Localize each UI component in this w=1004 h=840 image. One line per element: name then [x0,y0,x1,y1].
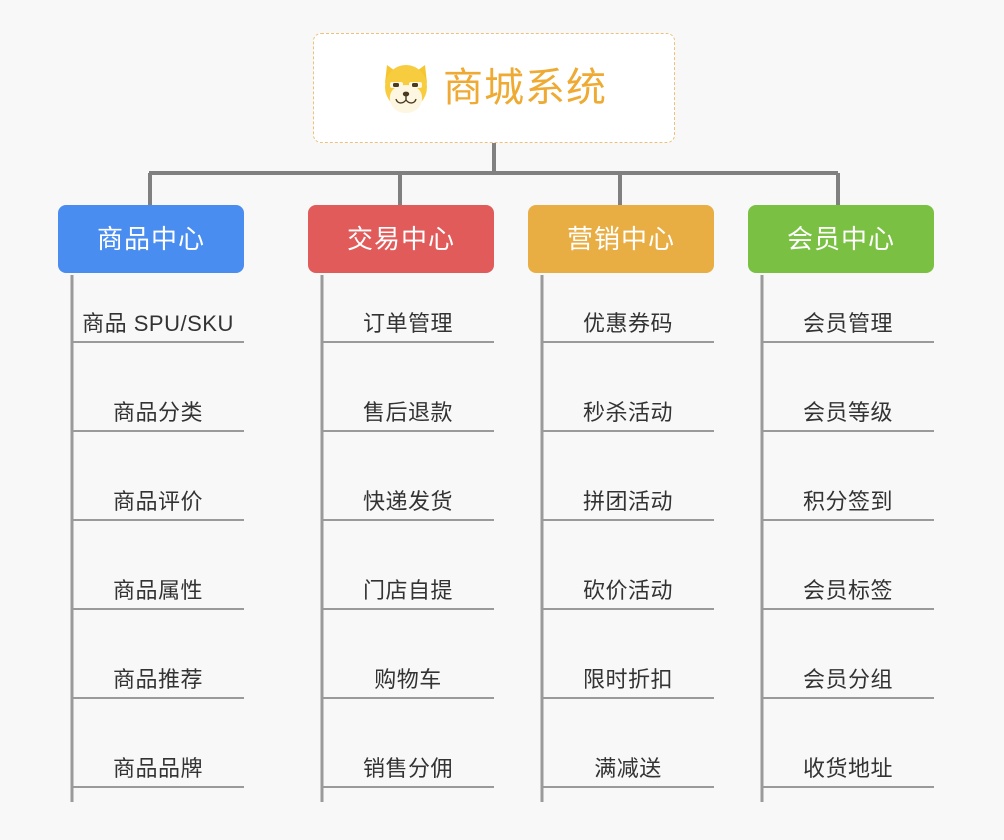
leaf-item[interactable]: 限时折扣 [542,610,714,699]
leaf-item[interactable]: 会员管理 [762,273,934,343]
root-title: 商城系统 [443,66,607,110]
shiba-inu-icon [385,65,427,113]
leaf-item[interactable]: 商品评价 [72,432,244,521]
leaf-label: 收货地址 [802,755,893,781]
leaf-label: 门店自提 [362,577,453,603]
leaf-label: 商品分类 [112,399,203,425]
leaf-label: 会员等级 [802,399,893,425]
category-header-marketing-center[interactable]: 营销中心 [528,205,714,273]
leaf-item[interactable]: 满减送 [542,699,714,788]
leaf-list-member-center: 会员管理 会员等级 积分签到 会员标签 会员分组 收货地址 [748,273,934,788]
leaf-item[interactable]: 门店自提 [322,521,494,610]
leaf-list-product-center: 商品 SPU/SKU 商品分类 商品评价 商品属性 商品推荐 商品品牌 [58,273,244,788]
leaf-item[interactable]: 售后退款 [322,343,494,432]
leaf-label: 订单管理 [362,310,453,336]
leaf-item[interactable]: 优惠券码 [542,273,714,343]
leaf-item[interactable]: 商品品牌 [72,699,244,788]
leaf-item[interactable]: 订单管理 [322,273,494,343]
leaf-label: 商品评价 [112,488,203,514]
leaf-list-marketing-center: 优惠券码 秒杀活动 拼团活动 砍价活动 限时折扣 满减送 [528,273,714,788]
branch-column-marketing-center: 营销中心 优惠券码 秒杀活动 拼团活动 砍价活动 限时折扣 满减送 [528,205,714,788]
leaf-item[interactable]: 秒杀活动 [542,343,714,432]
leaf-label: 售后退款 [362,399,453,425]
leaf-label: 秒杀活动 [582,399,673,425]
leaf-label: 商品属性 [112,577,203,603]
leaf-label: 快递发货 [362,488,453,514]
category-label: 交易中心 [346,224,455,254]
leaf-item[interactable]: 会员分组 [762,610,934,699]
leaf-item[interactable]: 积分签到 [762,432,934,521]
leaf-item[interactable]: 商品 SPU/SKU [72,273,244,343]
branch-column-member-center: 会员中心 会员管理 会员等级 积分签到 会员标签 会员分组 收货地址 [748,205,934,788]
leaf-item[interactable]: 商品推荐 [72,610,244,699]
category-header-member-center[interactable]: 会员中心 [748,205,934,273]
leaf-label: 会员标签 [802,577,893,603]
leaf-item[interactable]: 会员等级 [762,343,934,432]
leaf-item[interactable]: 会员标签 [762,521,934,610]
category-label: 营销中心 [566,224,675,254]
leaf-item[interactable]: 拼团活动 [542,432,714,521]
leaf-label: 满减送 [594,755,662,781]
leaf-label: 会员管理 [802,310,893,336]
leaf-item[interactable]: 购物车 [322,610,494,699]
leaf-item[interactable]: 销售分佣 [322,699,494,788]
leaf-label: 积分签到 [802,488,893,514]
root-node[interactable]: 商城系统 [313,33,675,143]
category-header-product-center[interactable]: 商品中心 [58,205,244,273]
leaf-item[interactable]: 快递发货 [322,432,494,521]
leaf-label: 商品 SPU/SKU [82,310,234,336]
leaf-label: 会员分组 [802,666,893,692]
branch-column-trade-center: 交易中心 订单管理 售后退款 快递发货 门店自提 购物车 销售分佣 [308,205,494,788]
leaf-label: 砍价活动 [582,577,673,603]
leaf-item[interactable]: 砍价活动 [542,521,714,610]
leaf-label: 拼团活动 [582,488,673,514]
leaf-label: 商品品牌 [112,755,203,781]
category-header-trade-center[interactable]: 交易中心 [308,205,494,273]
branch-column-product-center: 商品中心 商品 SPU/SKU 商品分类 商品评价 商品属性 商品推荐 商品品牌 [58,205,244,788]
leaf-label: 商品推荐 [112,666,203,692]
leaf-list-trade-center: 订单管理 售后退款 快递发货 门店自提 购物车 销售分佣 [308,273,494,788]
leaf-label: 限时折扣 [582,666,673,692]
leaf-item[interactable]: 商品分类 [72,343,244,432]
category-label: 会员中心 [786,224,895,254]
leaf-label: 优惠券码 [582,310,673,336]
category-label: 商品中心 [96,224,205,254]
leaf-label: 购物车 [374,666,442,692]
leaf-item[interactable]: 收货地址 [762,699,934,788]
leaf-label: 销售分佣 [362,755,453,781]
leaf-item[interactable]: 商品属性 [72,521,244,610]
